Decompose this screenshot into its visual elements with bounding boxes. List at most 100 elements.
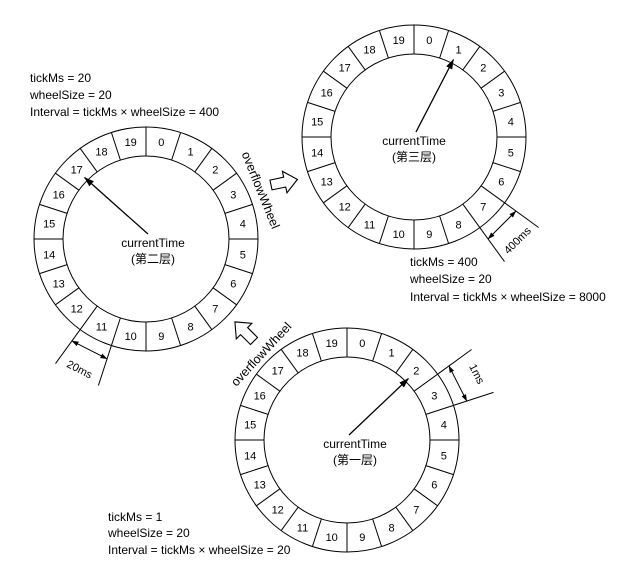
slot-divider (347, 46, 366, 71)
slot-number: 13 (254, 479, 266, 491)
timing-wheel-level-3: 012345678910111213141516171819currentTim… (301, 24, 606, 304)
wheel-param-wheelsize: wheelSize = 20 (409, 272, 492, 286)
tick-span-arrow (487, 210, 517, 240)
slot-divider (372, 518, 383, 547)
slot-divider (307, 101, 336, 112)
slot-number: 3 (498, 87, 504, 99)
slot-number: 18 (95, 147, 107, 159)
slot-number: 0 (426, 35, 432, 47)
slot-number: 11 (364, 219, 375, 231)
slot-divider (212, 172, 237, 191)
slot-divider (347, 203, 366, 228)
slot-number: 1 (388, 348, 394, 360)
slot-number: 2 (480, 63, 486, 75)
tick-span-marker: 400ms (479, 202, 539, 262)
slot-divider (256, 373, 281, 392)
wheel-param-interval: Interval = tickMs × wheelSize = 400 (30, 105, 219, 119)
slot-divider (323, 185, 348, 204)
tick-span-label: 20ms (65, 359, 95, 382)
wheel-param-interval: Interval = tickMs × wheelSize = 8000 (410, 290, 606, 304)
slot-divider (323, 70, 348, 89)
slot-divider (480, 70, 505, 89)
slot-divider (79, 305, 98, 330)
slot-number: 16 (254, 390, 266, 402)
slot-divider (171, 317, 182, 346)
wheel-level-label: (第三层) (392, 150, 436, 164)
slot-divider (480, 185, 505, 204)
slot-number: 18 (363, 45, 375, 57)
slot-number: 3 (230, 189, 236, 201)
wheel-param-interval: Interval = tickMs × wheelSize = 20 (108, 543, 291, 557)
slot-number: 14 (43, 249, 55, 261)
slot-divider (240, 404, 269, 415)
tick-span-boundary (437, 349, 472, 375)
slot-divider (462, 46, 481, 71)
slot-number: 6 (230, 278, 236, 290)
timing-wheel-level-1: 012345678910111213141516171819currentTim… (107, 327, 494, 557)
overflow-arrow-icon (234, 321, 259, 346)
tick-span-label: 1ms (466, 362, 486, 386)
slot-divider (240, 465, 269, 476)
wheel-level-label: (第二层) (131, 252, 175, 266)
slot-number: 12 (272, 504, 284, 516)
slot-number: 17 (71, 165, 83, 177)
slot-number: 5 (508, 147, 514, 159)
tick-span-boundary (453, 391, 494, 406)
slot-divider (194, 148, 213, 173)
slot-number: 2 (212, 165, 218, 177)
slot-number: 1 (455, 45, 461, 57)
tick-span-label: 400ms (502, 225, 534, 257)
wheel-param-wheelsize: wheelSize = 20 (107, 526, 190, 540)
tick-span-boundary (55, 329, 81, 364)
wheel-param-tickms: tickMs = 20 (30, 71, 91, 85)
slot-number: 7 (212, 303, 218, 315)
slot-number: 18 (296, 348, 308, 360)
slot-number: 14 (311, 147, 323, 159)
slot-number: 17 (339, 63, 351, 75)
slot-number: 0 (359, 338, 365, 350)
current-time-label: currentTime (121, 236, 185, 250)
current-time-pointer (348, 378, 409, 436)
slot-number: 9 (426, 229, 432, 241)
tick-span-boundary (97, 345, 112, 386)
slot-number: 15 (244, 420, 256, 432)
tick-span-boundary (504, 202, 539, 228)
slot-divider (425, 404, 454, 415)
slot-number: 13 (321, 176, 333, 188)
slot-number: 12 (339, 201, 351, 213)
slot-divider (110, 132, 121, 161)
slot-number: 10 (125, 331, 137, 343)
timing-wheels: 012345678910111213141516171819currentTim… (29, 24, 606, 557)
slot-number: 10 (393, 229, 405, 241)
current-time-label: currentTime (382, 134, 446, 148)
slot-number: 2 (413, 366, 419, 378)
slot-divider (79, 148, 98, 173)
slot-divider (171, 132, 182, 161)
slot-divider (55, 172, 80, 191)
overflow-arrow-icon (269, 170, 299, 195)
tick-span-marker: 1ms (437, 349, 494, 406)
slot-divider (378, 215, 389, 244)
current-time-pointer (84, 177, 149, 235)
slot-number: 19 (393, 35, 405, 47)
slot-divider (280, 349, 299, 374)
slot-number: 14 (244, 450, 256, 462)
slot-divider (439, 30, 450, 59)
slot-divider (194, 305, 213, 330)
slot-divider (492, 162, 521, 173)
slot-divider (307, 162, 336, 173)
slot-number: 11 (96, 321, 107, 333)
slot-number: 19 (326, 338, 338, 350)
slot-divider (55, 287, 80, 306)
slot-number: 13 (53, 278, 65, 290)
current-time-label: currentTime (323, 437, 387, 451)
slot-number: 8 (187, 321, 193, 333)
slot-number: 12 (71, 303, 83, 315)
overflow-link-level2-to-level3: overflowWheel (239, 150, 299, 231)
slot-number: 4 (240, 219, 246, 231)
timing-wheel-level-2: 012345678910111213141516171819currentTim… (29, 71, 259, 386)
slot-number: 16 (53, 189, 65, 201)
